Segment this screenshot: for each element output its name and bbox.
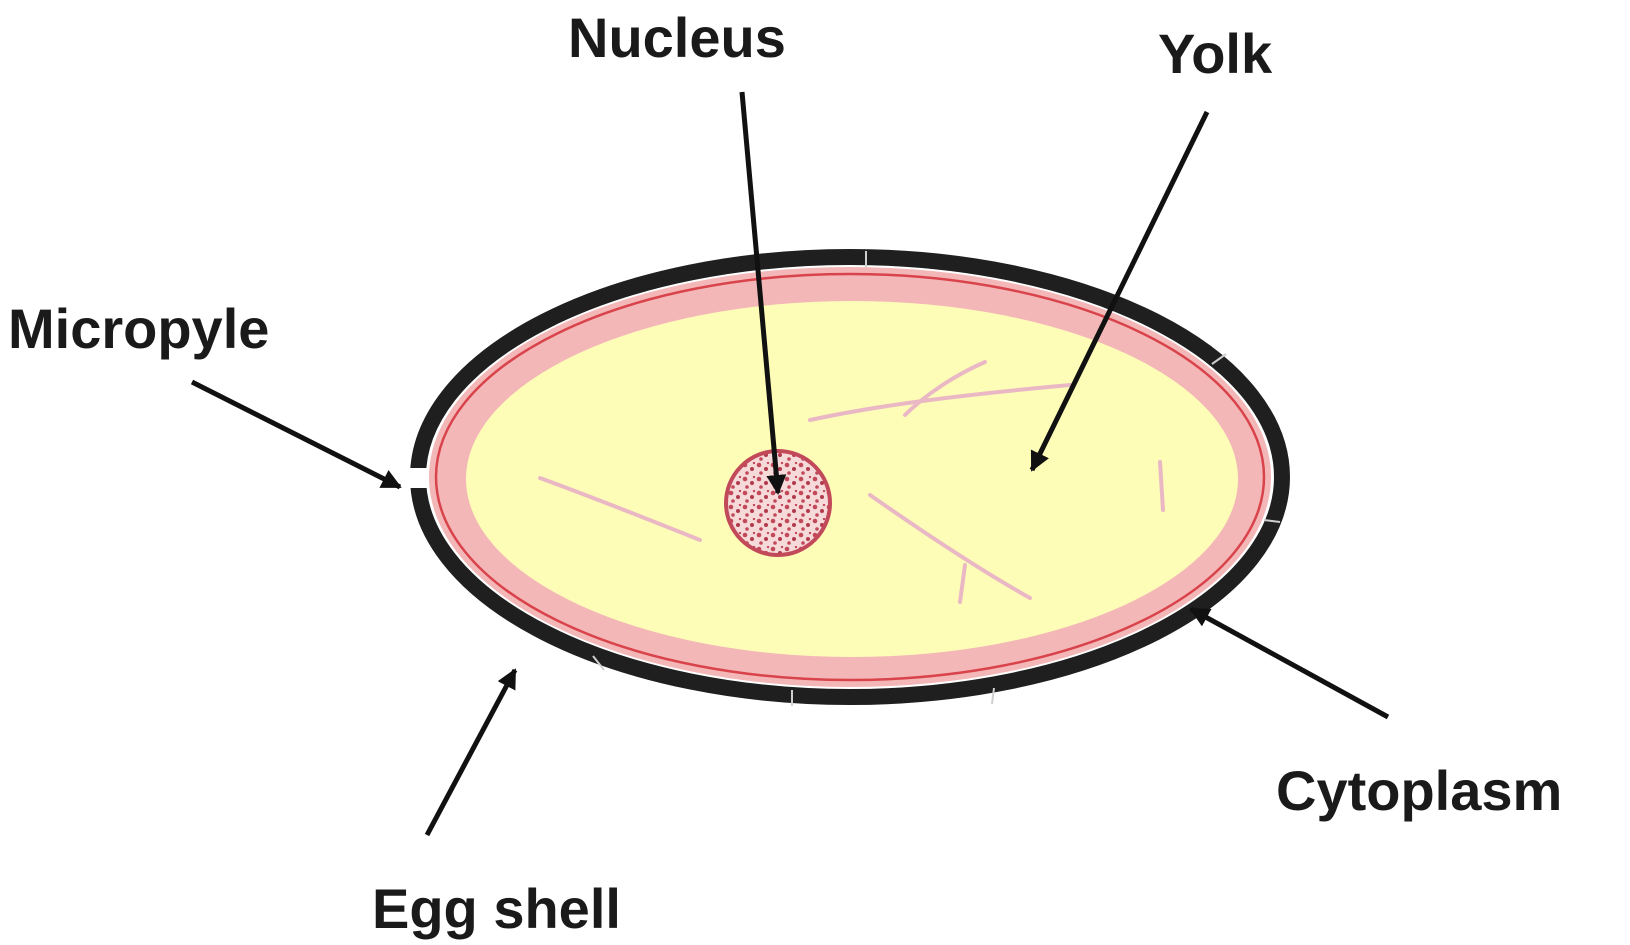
cytoplasm-label: Cytoplasm [1276, 759, 1562, 822]
egg-shell-label: Egg shell [372, 877, 621, 940]
yolk-region [466, 301, 1238, 657]
micropyle-label: Micropyle [8, 297, 269, 360]
yolk-label: Yolk [1158, 22, 1273, 85]
egg-shell-arrow [427, 670, 515, 835]
cytoplasm-arrow [1191, 609, 1388, 717]
nucleus-label: Nucleus [568, 6, 786, 69]
micropyle-arrow [192, 382, 400, 487]
